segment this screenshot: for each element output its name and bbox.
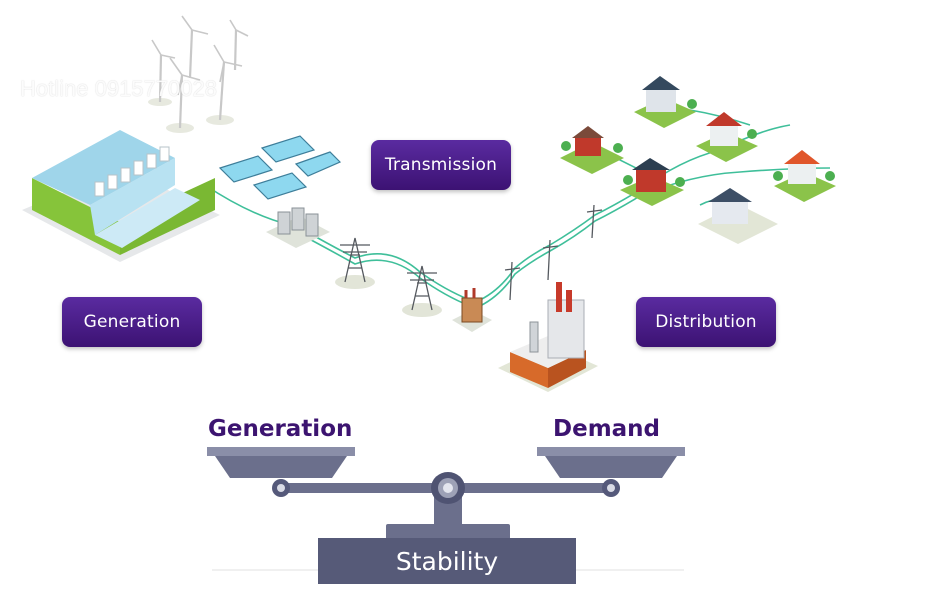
solar-panels-icon: [218, 135, 342, 200]
houses-icon: [560, 76, 836, 244]
scale-demand-label: Demand: [553, 416, 661, 442]
stability-base-label: Stability: [318, 538, 576, 584]
factory-icon: [498, 282, 598, 392]
smudge-overlay: [700, 482, 920, 535]
wind-turbines-icon: [148, 15, 249, 133]
transmission-label: Transmission: [371, 140, 511, 190]
hotline-watermark: Hotline 0915770028: [20, 76, 217, 101]
scale-generation-label: Generation: [208, 416, 353, 442]
pylons-icon: [335, 204, 603, 317]
substation-icon: [266, 207, 330, 248]
balance-scale-icon: [207, 447, 685, 571]
transformer-icon: [452, 288, 492, 332]
generation-label: Generation: [62, 297, 202, 347]
hydro-dam-icon: [22, 130, 220, 262]
distribution-label: Distribution: [636, 297, 776, 347]
